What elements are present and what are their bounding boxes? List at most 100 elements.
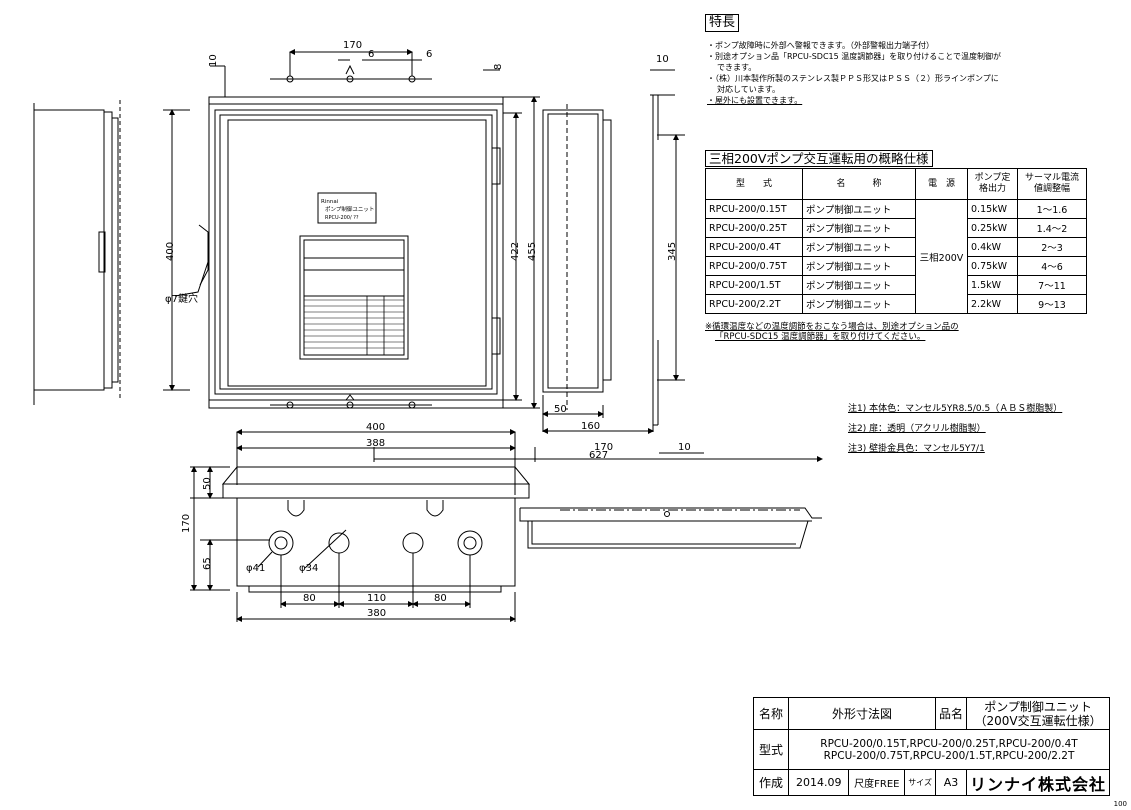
dim-bottom-80a: 80 — [303, 593, 316, 604]
spec-output: 2.2kW — [967, 294, 1018, 314]
dim-width-170: 170 — [594, 442, 613, 453]
dim-phi41: φ41 — [246, 563, 265, 574]
table-row: RPCU-200/2.2T ポンプ制御ユニット 2.2kW 9～13 — [705, 294, 1087, 314]
title-name-value: 外形寸法図 — [788, 697, 936, 730]
spec-output: 0.25kW — [967, 218, 1018, 238]
spec-header-thermal: サーマル電流値調整幅 — [1017, 168, 1087, 200]
spec-header-model: 型 式 — [705, 168, 803, 200]
dim-keyhole: φ7鍵穴 — [165, 292, 198, 305]
dim-top-6a: 6 — [368, 49, 374, 60]
spec-thermal: 4～6 — [1017, 256, 1087, 276]
table-row: RPCU-200/1.5T ポンプ制御ユニット 1.5kW 7～11 — [705, 275, 1087, 295]
dim-depth-50: 50 — [554, 404, 567, 415]
title-size-label: サイズ — [904, 769, 936, 796]
table-row: RPCU-200/0.25T ポンプ制御ユニット 0.25kW 1.4～2 — [705, 218, 1087, 238]
spec-name: ポンプ制御ユニット — [802, 237, 916, 257]
spec-name: ポンプ制御ユニット — [802, 294, 916, 314]
dim-bottom-380: 380 — [367, 608, 386, 619]
dim-width-400: 400 — [366, 422, 385, 433]
spec-note: ※循環温度などの温度調節をおこなう場合は、別途オプション品の 「RPCU-SDC… — [705, 322, 959, 342]
spec-header-output: ポンプ定格出力 — [967, 168, 1018, 200]
left-side-view — [33, 100, 209, 405]
dim-bottom-80b: 80 — [434, 593, 447, 604]
spec-model: RPCU-200/0.4T — [705, 237, 803, 257]
title-created-value: 2014.09 — [787, 769, 850, 796]
spec-header-row: 型 式 名 称 電 源 ポンプ定格出力 サーマル電流値調整幅 — [705, 168, 1087, 200]
title-created-label: 作成 — [753, 769, 789, 796]
scale-value: FREE — [874, 779, 900, 790]
spec-model: RPCU-200/0.25T — [705, 218, 803, 238]
spec-thermal: 1.4～2 — [1017, 218, 1087, 238]
spec-thermal: 1～1.6 — [1017, 199, 1087, 219]
spec-name: ポンプ制御ユニット — [802, 256, 916, 276]
label-plate-model: RPCU-200/ ?? — [325, 215, 359, 221]
spec-model: RPCU-200/0.75T — [705, 256, 803, 276]
dim-width-627: 627 — [589, 450, 608, 461]
front-view — [208, 49, 540, 409]
dimension-labels: 170 6 6 10 8 10 400 φ7鍵穴 422 455 345 50 … — [165, 40, 691, 619]
title-block: 名称 外形寸法図 品名 ポンプ制御ユニット（200V交互運転仕様） 型式 RPC… — [753, 697, 1111, 796]
spec-thermal: 9～13 — [1017, 294, 1087, 314]
features-list: ・ポンプ故障時に外部へ警報できます。（外部警報出力端子付） ・別途オプション品「… — [707, 40, 1097, 106]
table-row: RPCU-200/0.15T ポンプ制御ユニット 三相200V 0.15kW 1… — [705, 199, 1087, 314]
title-name-label: 名称 — [753, 697, 789, 730]
spec-header-name: 名 称 — [802, 168, 916, 200]
title-type-value: RPCU-200/0.15T,RPCU-200/0.25T,RPCU-200/0… — [787, 729, 1111, 770]
bottom-side-view — [519, 507, 822, 549]
note-item: 注2) 扉：透明（アクリル樹脂製） — [848, 424, 986, 434]
dim-height-400: 400 — [165, 242, 176, 261]
spec-name: ポンプ制御ユニット — [802, 275, 916, 295]
feature-item: ・ポンプ故障時に外部へ警報できます。（外部警報出力端子付） — [707, 41, 934, 50]
spec-model: RPCU-200/2.2T — [705, 294, 803, 314]
dim-top-10: 10 — [208, 54, 219, 67]
drawing-number: 100 — [1113, 800, 1127, 808]
spec-output: 0.4kW — [967, 237, 1018, 257]
note-item: 注3) 壁掛金具色：マンセル5Y7/1 — [848, 444, 985, 454]
dim-bottom-65: 65 — [202, 557, 213, 570]
feature-item: ・屋外にも設置できます。 — [707, 96, 803, 105]
dim-side-10: 10 — [656, 54, 669, 65]
dim-bottom-170: 170 — [181, 514, 192, 533]
spec-note-line2: 「RPCU-SDC15 温度調節器」を取り付けてください。 — [715, 332, 926, 342]
spec-output: 0.15kW — [967, 199, 1018, 219]
dim-phi34: φ34 — [299, 563, 318, 574]
spec-model: RPCU-200/1.5T — [705, 275, 803, 295]
dim-top-170: 170 — [343, 40, 362, 51]
spec-power: 三相200V — [915, 199, 968, 314]
dim-height-345: 345 — [667, 242, 678, 261]
title-type-line2: RPCU-200/0.75T,RPCU-200/1.5T,RPCU-200/2.… — [823, 749, 1075, 762]
spec-table: 型 式 名 称 電 源 ポンプ定格出力 サーマル電流値調整幅 RPCU-200/… — [705, 168, 1087, 314]
scale-label: 尺度 — [854, 779, 875, 790]
title-scale-label: 尺度FREE — [848, 769, 906, 796]
title-product-label: 品名 — [934, 697, 968, 730]
notes: 注1) 本体色：マンセル5YR8.5/0.5（ＡＢＳ樹脂製） 注2) 扉：透明（… — [848, 399, 1062, 459]
title-product-value: ポンプ制御ユニット（200V交互運転仕様） — [966, 697, 1111, 730]
label-plate-brand: Rinnai — [321, 199, 339, 205]
dim-depth-160: 160 — [581, 421, 600, 432]
spec-name: ポンプ制御ユニット — [802, 218, 916, 238]
title-type-line1: RPCU-200/0.15T,RPCU-200/0.25T,RPCU-200/0… — [820, 737, 1078, 750]
note-item: 注1) 本体色：マンセル5YR8.5/0.5（ＡＢＳ樹脂製） — [848, 404, 1063, 414]
dim-width-10: 10 — [678, 442, 691, 453]
label-plate-name: ポンプ制御ユニット — [325, 205, 374, 213]
spec-output: 0.75kW — [967, 256, 1018, 276]
spec-name: ポンプ制御ユニット — [802, 199, 916, 219]
label-plate: Rinnai ポンプ制御ユニット RPCU-200/ ?? — [321, 199, 374, 221]
table-row: RPCU-200/0.75T ポンプ制御ユニット 0.75kW 4～6 — [705, 256, 1087, 276]
feature-item: ・別途オプション品「RPCU-SDC15 温度調節器」を取り付けることで温度制御… — [707, 52, 1002, 61]
spec-header-power: 電 源 — [915, 168, 968, 200]
spec-thermal: 7～11 — [1017, 275, 1087, 295]
spec-note-line1: ※循環温度などの温度調節をおこなう場合は、別途オプション品の — [705, 322, 959, 332]
bottom-view — [190, 429, 823, 622]
spec-model: RPCU-200/0.15T — [705, 199, 803, 219]
right-side-view — [491, 69, 685, 434]
dim-top-6b: 6 — [426, 49, 432, 60]
dim-bottom-50: 50 — [202, 477, 213, 490]
spec-title: 三相200Vポンプ交互運転用の概略仕様 — [705, 150, 933, 167]
feature-item: 対応しています。 — [717, 85, 780, 94]
dim-width-388: 388 — [366, 438, 385, 449]
feature-item: できます。 — [717, 63, 757, 72]
dim-height-422: 422 — [510, 242, 521, 261]
title-type-label: 型式 — [753, 729, 789, 770]
feature-item: ・（株）川本製作所製のステンレス製ＰＰＳ形又はＰＳＳ（２）形ラインポンプに — [707, 74, 999, 83]
